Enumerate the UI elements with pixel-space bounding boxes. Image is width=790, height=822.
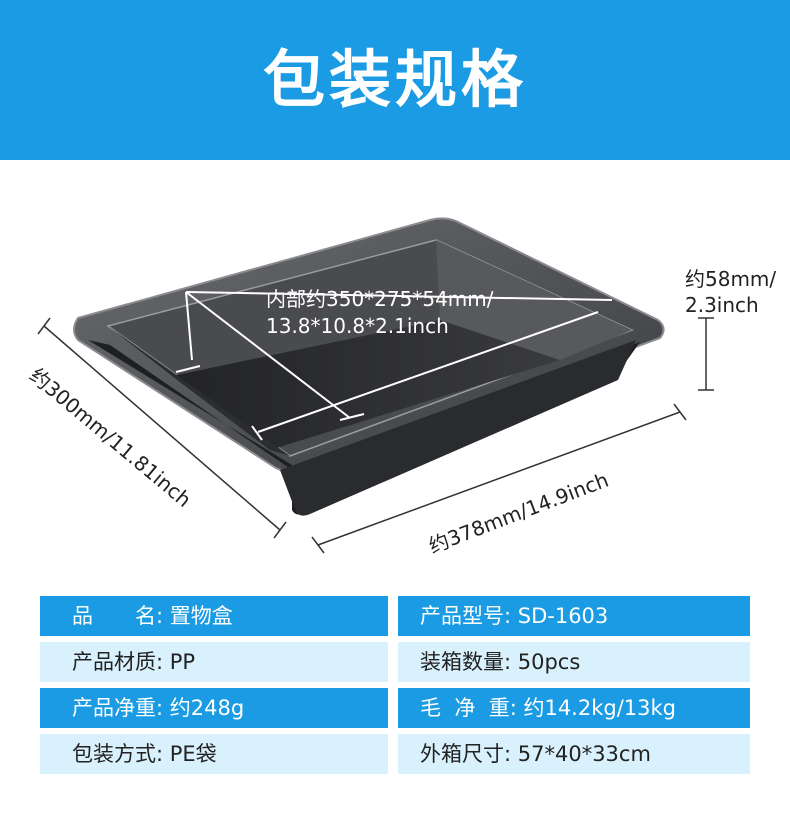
inner-length-line xyxy=(185,291,613,301)
spec-label: 外箱尺寸 xyxy=(420,742,504,766)
tray-inner-wall xyxy=(108,326,290,456)
spec-value: : 约14.2kg/13kg xyxy=(509,696,676,720)
spec-label: 毛 净 重 xyxy=(420,696,510,720)
spec-value: : 置物盒 xyxy=(156,604,233,628)
inner-dimension-line1: 内部约350*275*54mm/ xyxy=(266,287,494,311)
spec-row-2: 产品材质: PP 装箱数量: 50pcs xyxy=(40,642,750,682)
width-dimension-line xyxy=(317,411,681,546)
header-banner: 包装规格 xyxy=(0,0,790,160)
spec-label: 包装方式 xyxy=(72,742,156,766)
spec-value: : PP xyxy=(156,650,196,674)
spec-cell: 毛 净 重: 约14.2kg/13kg xyxy=(398,688,750,728)
spec-cell: 包装方式: PE袋 xyxy=(40,734,388,774)
spec-label: 装箱数量 xyxy=(420,650,504,674)
spec-label: 品 名 xyxy=(72,604,156,628)
spec-label: 产品净重 xyxy=(72,696,156,720)
spec-label: 产品型号 xyxy=(420,604,504,628)
height-line2: 2.3inch xyxy=(685,293,759,317)
inner-dimension-line2: 13.8*10.8*2.1inch xyxy=(266,314,449,338)
depth-dimension-line xyxy=(43,325,281,531)
inner-bottom-line xyxy=(257,311,599,433)
inner-width-line xyxy=(185,291,351,419)
spec-cell: 装箱数量: 50pcs xyxy=(398,642,750,682)
tray-floor xyxy=(172,320,560,450)
product-image-area: 内部约350*275*54mm/ 13.8*10.8*2.1inch 约58mm… xyxy=(0,160,790,580)
inner-height-line xyxy=(185,291,193,361)
spec-cell: 产品材质: PP xyxy=(40,642,388,682)
tray-side-front xyxy=(280,340,636,516)
spec-label: 产品材质 xyxy=(72,650,156,674)
tray-illustration xyxy=(37,217,714,554)
page-title: 包装规格 xyxy=(262,43,527,116)
spec-cell: 外箱尺寸: 57*40*33cm xyxy=(398,734,750,774)
height-dimension-label: 约58mm/ 2.3inch xyxy=(685,266,776,318)
tray-inner-wall-right xyxy=(436,240,632,360)
spec-cell: 产品净重: 约248g xyxy=(40,688,388,728)
spec-row-4: 包装方式: PE袋 外箱尺寸: 57*40*33cm xyxy=(40,734,750,774)
inner-dimension-label: 内部约350*275*54mm/ 13.8*10.8*2.1inch xyxy=(266,286,494,340)
spec-value: : SD-1603 xyxy=(504,604,609,628)
height-line1: 约58mm/ xyxy=(685,267,777,291)
spec-cell: 产品型号: SD-1603 xyxy=(398,596,750,636)
spec-value: : 50pcs xyxy=(504,650,581,674)
spec-value: : 约248g xyxy=(156,696,245,720)
spec-row-3: 产品净重: 约248g 毛 净 重: 约14.2kg/13kg xyxy=(40,688,750,728)
spec-value: : PE袋 xyxy=(156,742,217,766)
spec-value: : 57*40*33cm xyxy=(504,742,651,766)
spec-cell: 品 名: 置物盒 xyxy=(40,596,388,636)
spec-row-1: 品 名: 置物盒 产品型号: SD-1603 xyxy=(40,596,750,636)
